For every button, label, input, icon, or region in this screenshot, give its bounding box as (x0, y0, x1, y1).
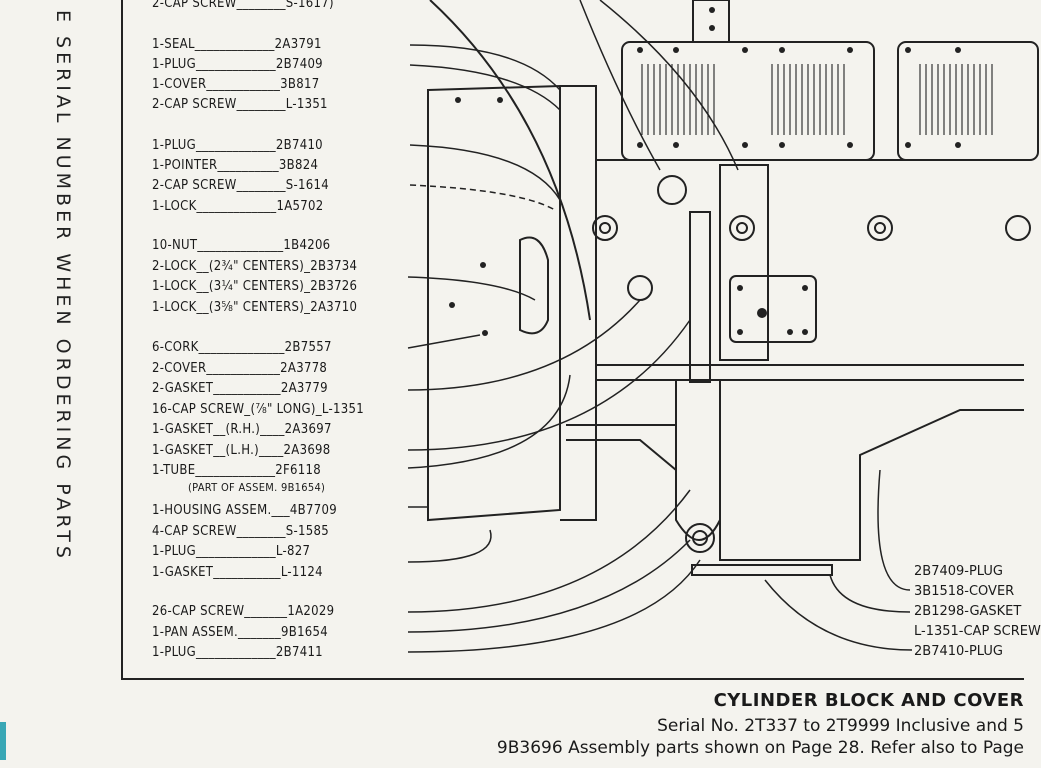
part-row: 1-GASKET___________L-1124 (152, 565, 323, 580)
part-row: 1-PLUG_____________L-827 (152, 544, 311, 559)
part-row: 1-LOCK_____________1A5702 (152, 199, 324, 214)
part-row: 1-TUBE_____________2F6118 (152, 463, 322, 478)
part-row: 1-HOUSING ASSEM.___4B7709 (152, 503, 337, 518)
part-row: 1-PAN ASSEM._______9B1654 (152, 625, 329, 640)
part-row-right: 3B1518-COVER (914, 584, 1015, 599)
part-row: 10-NUT______________1B4206 (152, 238, 331, 253)
part-row: 1-PLUG_____________2B7410 (152, 138, 323, 153)
part-row-right: 2B1298-GASKET (914, 604, 1022, 619)
figure-caption-line-1: Serial No. 2T337 to 2T9999 Inclusive and… (657, 716, 1024, 736)
part-row: 1-PLUG_____________2B7411 (152, 645, 323, 660)
part-row: 2-LOCK__(2¾" CENTERS)_2B3734 (152, 259, 358, 274)
part-row: 1-LOCK__(3¼" CENTERS)_2B3726 (152, 279, 358, 294)
figure-caption-line-2: 9B3696 Assembly parts shown on Page 28. … (496, 738, 1024, 758)
part-note: (PART OF ASSEM. 9B1654) (188, 481, 326, 494)
part-row: 1-PLUG_____________2B7409 (152, 57, 323, 72)
figure-title: CYLINDER BLOCK AND COVER (713, 690, 1024, 711)
part-row-right: 2B7410-PLUG (914, 644, 1003, 659)
serial-number-note: E SERIAL NUMBER WHEN ORDERING PARTS (52, 10, 74, 562)
part-row: 1-COVER____________3B817 (152, 77, 320, 92)
part-row: 1-GASKET__(R.H.)____2A3697 (152, 422, 332, 437)
part-row: 4-CAP SCREW________S-1585 (152, 524, 329, 539)
frame-border-left (121, 0, 123, 680)
part-row-right: L-1351-CAP SCREW (914, 624, 1041, 639)
part-row: 2-GASKET___________2A3779 (152, 381, 328, 396)
frame-border-bottom (121, 678, 1024, 680)
cylinder-block-drawing (407, 0, 1039, 653)
part-row: 26-CAP SCREW_______1A2029 (152, 604, 335, 619)
part-row: 2-CAP SCREW________S-1614 (152, 178, 329, 193)
part-row: 2-CAP SCREW________L-1351 (152, 97, 328, 112)
edge-marker (0, 722, 6, 760)
part-row-right: 2B7409-PLUG (914, 564, 1003, 579)
part-row: 1-GASKET__(L.H.)____2A3698 (152, 443, 331, 458)
part-row: 16-CAP SCREW_(⅞" LONG)_L-1351 (152, 402, 364, 417)
part-row: 6-CORK______________2B7557 (152, 340, 332, 355)
part-row: 2-COVER____________2A3778 (152, 361, 328, 376)
part-row: 2-CAP SCREW________S-1617) (152, 0, 334, 11)
part-row: 1-SEAL_____________2A3791 (152, 37, 322, 52)
part-row: 1-LOCK__(3⅝" CENTERS)_2A3710 (152, 300, 358, 315)
part-row: 1-POINTER__________3B824 (152, 158, 319, 173)
